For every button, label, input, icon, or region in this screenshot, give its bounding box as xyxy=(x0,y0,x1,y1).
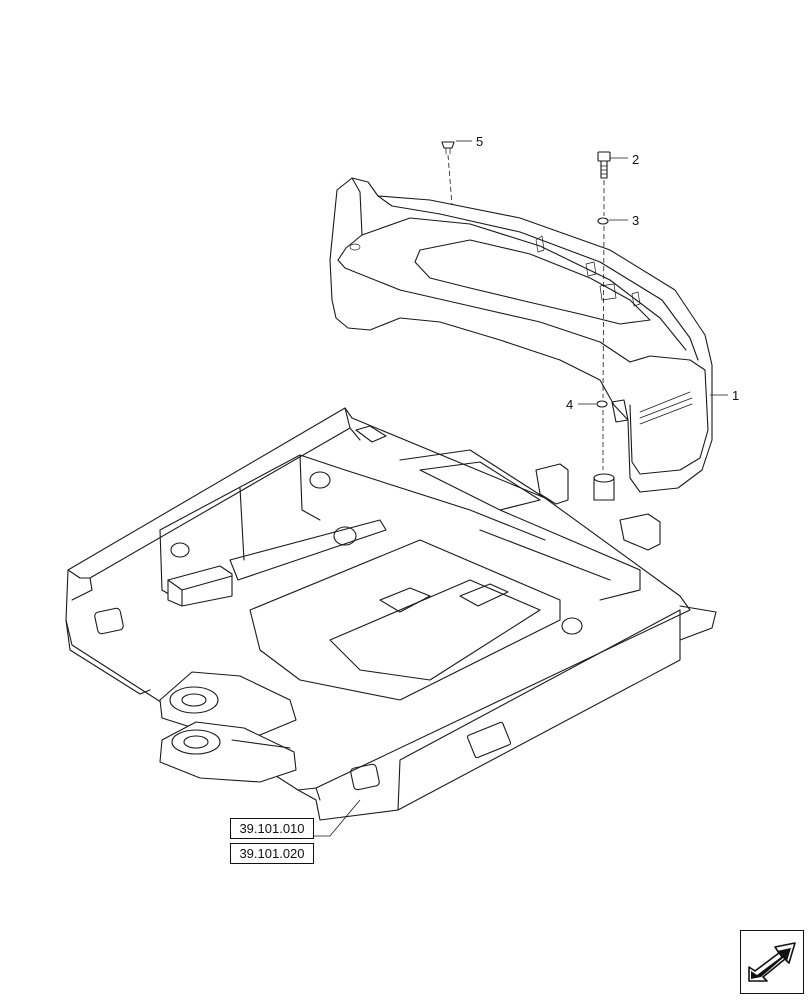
reference-box-2[interactable]: 39.101.020 xyxy=(230,843,314,864)
callout-4: 4 xyxy=(566,397,596,412)
hardware xyxy=(441,141,615,501)
washer-3 xyxy=(597,217,609,225)
callout-2: 2 xyxy=(610,152,639,167)
svg-text:5: 5 xyxy=(476,134,483,149)
swing-bracket xyxy=(159,671,297,783)
cap-screw-5 xyxy=(441,141,455,155)
next-page-arrow-icon xyxy=(748,942,796,982)
support-post xyxy=(593,473,615,501)
svg-text:3: 3 xyxy=(632,213,639,228)
washer-4 xyxy=(596,400,608,408)
callout-1: 1 xyxy=(710,388,739,403)
bolt-2 xyxy=(597,151,611,179)
callout-3: 3 xyxy=(609,213,639,228)
upper-frame xyxy=(65,407,717,837)
svg-text:4: 4 xyxy=(566,397,573,412)
next-page-button[interactable] xyxy=(740,930,804,994)
callout-5: 5 xyxy=(456,134,483,149)
reference-box-1[interactable]: 39.101.010 xyxy=(230,818,314,839)
svg-text:2: 2 xyxy=(632,152,639,167)
counterweight xyxy=(329,177,713,493)
svg-text:1: 1 xyxy=(732,388,739,403)
